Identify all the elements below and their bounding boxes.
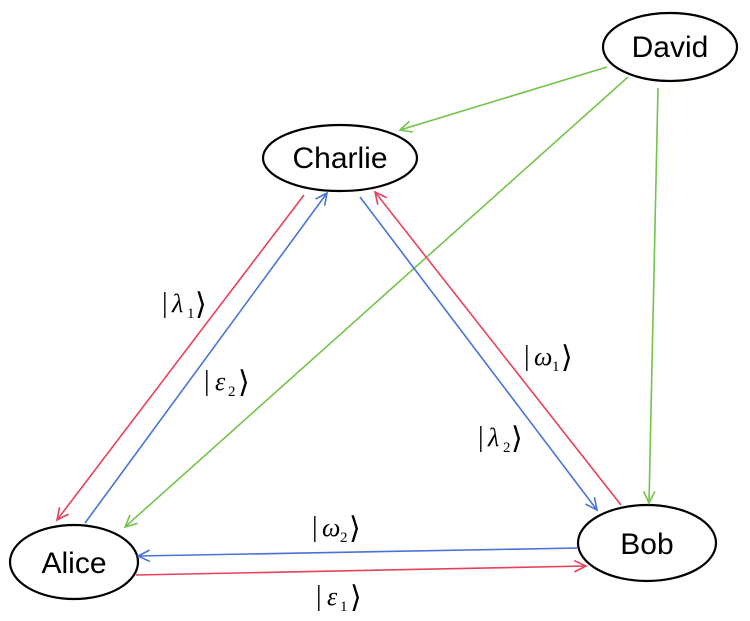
lambda1-bar: | <box>162 288 168 319</box>
edge-charlie-alice-line <box>56 194 305 521</box>
svg-text:| λ 1 ⟩: | λ 1 ⟩ <box>162 288 207 322</box>
omega1-symbol: ω <box>534 342 552 371</box>
node-david-label: David <box>632 31 709 64</box>
edge-charlie-bob-arrowhead <box>585 497 599 512</box>
edge-david-alice-arrowhead <box>123 514 138 529</box>
omega1-subscript: 1 <box>552 359 560 375</box>
svg-text:| ω 1 ⟩: | ω 1 ⟩ <box>524 341 573 375</box>
epsilon2-angle: ⟩ <box>238 366 250 399</box>
edge-charlie-alice-arrowhead <box>55 507 69 522</box>
edges <box>55 66 659 576</box>
epsilon1-symbol: ε <box>327 582 338 611</box>
lambda2-bar: | <box>478 422 484 453</box>
node-david: David <box>601 11 739 83</box>
edge-charlie-alice <box>55 194 305 522</box>
label-omega1: | ω 1 ⟩ <box>524 341 573 375</box>
omega2-subscript: 2 <box>340 530 348 546</box>
edge-david-charlie <box>398 66 608 133</box>
node-charlie-label: Charlie <box>292 142 387 175</box>
edge-alice-charlie-arrowhead <box>315 191 329 206</box>
edge-bob-charlie <box>373 190 622 506</box>
node-bob-shape <box>576 503 718 583</box>
node-david-shape <box>601 11 739 83</box>
omega2-symbol: ω <box>322 513 340 542</box>
edge-david-charlie-arrowhead <box>398 120 413 133</box>
edge-alice-bob <box>135 559 588 576</box>
edge-bob-charlie-line <box>374 191 622 506</box>
lambda2-angle: ⟩ <box>511 422 523 455</box>
node-charlie: Charlie <box>261 123 419 193</box>
label-epsilon2: | ε 2 ⟩ <box>204 366 250 400</box>
edge-bob-alice <box>136 547 579 563</box>
svg-text:| ε 2 ⟩: | ε 2 ⟩ <box>204 366 250 400</box>
lambda1-angle: ⟩ <box>195 288 207 321</box>
svg-text:| ω 2 ⟩: | ω 2 ⟩ <box>312 512 361 546</box>
svg-text:| ε 1 ⟩: | ε 1 ⟩ <box>316 581 362 615</box>
epsilon1-bar: | <box>316 581 322 612</box>
epsilon1-subscript: 1 <box>340 599 348 615</box>
node-alice-label: Alice <box>41 547 106 580</box>
node-bob-label: Bob <box>620 528 673 561</box>
lambda1-subscript: 1 <box>187 306 195 322</box>
edge-charlie-bob <box>359 196 599 512</box>
lambda2-subscript: 2 <box>503 440 511 456</box>
edge-charlie-bob-line <box>359 196 598 511</box>
label-omega2: | ω 2 ⟩ <box>312 512 361 546</box>
edge-alice-charlie-line <box>84 192 328 524</box>
lambda2-symbol: λ <box>487 423 499 452</box>
edge-alice-charlie <box>84 191 329 524</box>
node-bob: Bob <box>576 503 718 583</box>
edge-david-charlie-line <box>399 66 608 131</box>
epsilon2-bar: | <box>204 366 210 397</box>
edge-david-alice <box>123 76 629 529</box>
node-alice-shape <box>8 523 140 601</box>
edge-david-alice-line <box>124 76 629 528</box>
label-lambda2: | λ 2 ⟩ <box>478 422 523 456</box>
lambda1-symbol: λ <box>171 289 183 318</box>
edge-david-bob <box>642 87 659 505</box>
edge-bob-alice-arrowhead <box>136 549 151 563</box>
epsilon2-subscript: 2 <box>228 384 236 400</box>
omega1-angle: ⟩ <box>561 341 573 374</box>
node-charlie-shape <box>261 123 419 193</box>
edge-alice-bob-arrowhead <box>573 559 588 573</box>
svg-text:| λ 2 ⟩: | λ 2 ⟩ <box>478 422 523 456</box>
edge-david-bob-arrowhead <box>642 490 656 505</box>
edge-alice-bob-line <box>135 565 587 576</box>
edge-david-bob-line <box>648 87 659 504</box>
epsilon2-symbol: ε <box>215 367 226 396</box>
label-lambda1: | λ 1 ⟩ <box>162 288 207 322</box>
omega2-bar: | <box>312 512 318 543</box>
edge-bob-alice-line <box>137 547 579 557</box>
omega1-bar: | <box>524 341 530 372</box>
omega2-angle: ⟩ <box>349 512 361 545</box>
node-alice: Alice <box>8 523 140 601</box>
edge-bob-charlie-arrowhead <box>373 190 388 205</box>
label-epsilon1: | ε 1 ⟩ <box>316 581 362 615</box>
epsilon1-angle: ⟩ <box>350 581 362 614</box>
